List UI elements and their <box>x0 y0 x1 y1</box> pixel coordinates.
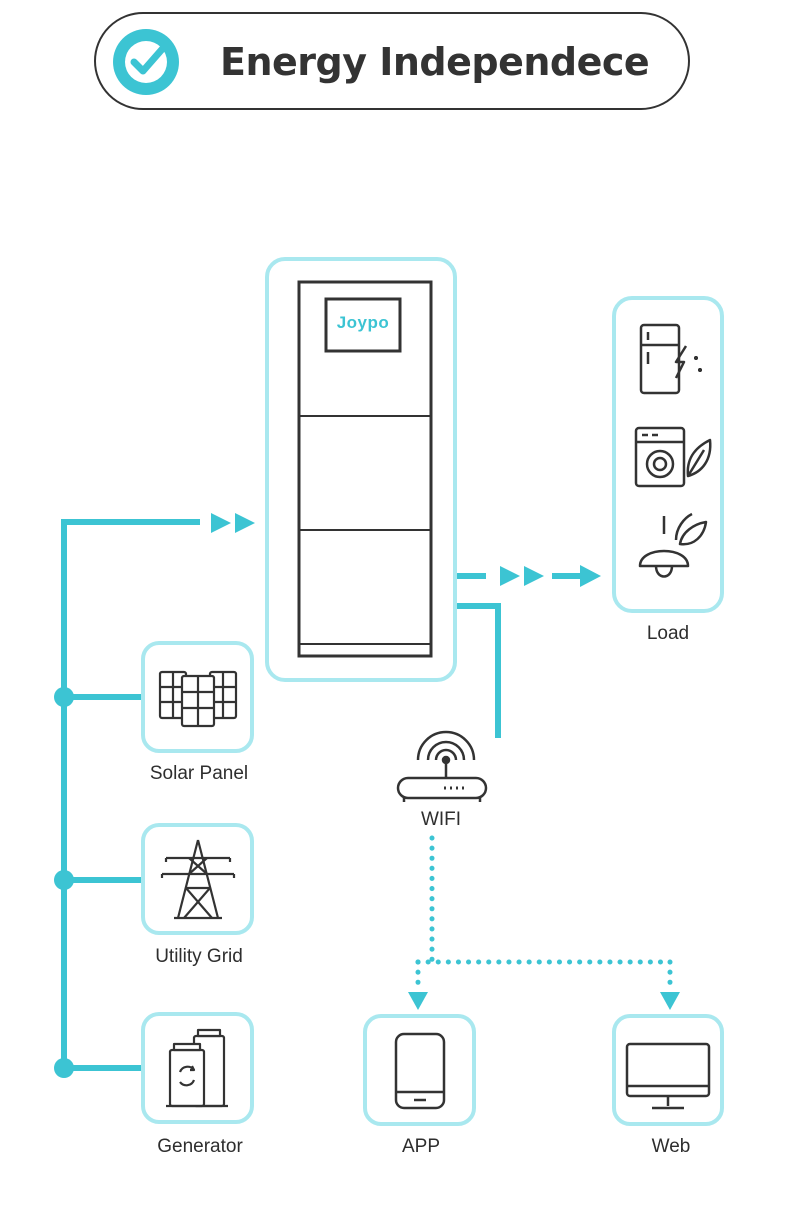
smartphone-icon <box>394 1032 446 1110</box>
solar-panel-icon <box>158 670 238 728</box>
source-bus <box>61 519 200 1071</box>
battery-cabinet <box>265 257 457 682</box>
load-label: Load <box>646 623 690 644</box>
wifi-link <box>456 603 501 738</box>
generator-label: Generator <box>157 1136 243 1157</box>
grid-label: Utility Grid <box>155 946 243 967</box>
power-tower-icon <box>160 839 236 920</box>
washing-machine-icon <box>634 426 712 488</box>
title-banner: Energy Independece <box>94 12 690 110</box>
app-label: APP <box>401 1136 441 1157</box>
app-box <box>363 1014 476 1126</box>
checkmark-icon <box>113 29 179 95</box>
wireless-arrows <box>408 992 680 1010</box>
brand-logo: Joypo <box>336 313 390 332</box>
wireless-links <box>415 835 673 991</box>
grid-box <box>141 823 254 935</box>
input-arrows <box>211 513 255 533</box>
refrigerator-icon <box>639 323 702 395</box>
pendant-lamp-icon <box>638 512 708 578</box>
page-title: Energy Independece <box>220 40 650 84</box>
solar-label: Solar Panel <box>149 763 249 784</box>
output-arrows <box>456 565 601 587</box>
web-label: Web <box>651 1136 691 1157</box>
monitor-icon <box>625 1042 711 1110</box>
bus-junctions <box>54 687 74 1078</box>
generator-icon <box>166 1028 228 1108</box>
wifi-label: WIFI <box>420 809 462 830</box>
wifi-router-icon <box>396 730 488 802</box>
